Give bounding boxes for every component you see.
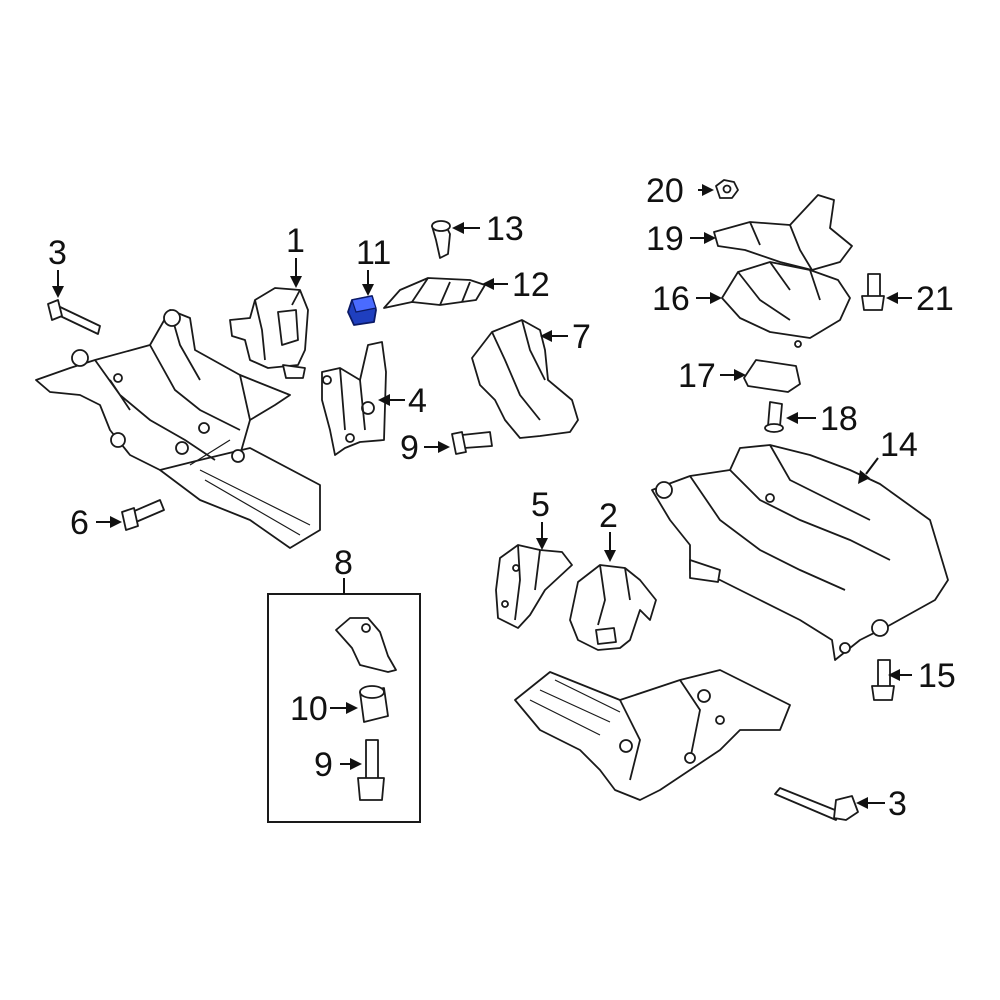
callout-19: 19 — [646, 220, 684, 258]
part-11-highlighted-bracket — [347, 295, 377, 326]
callout-18: 18 — [820, 400, 858, 438]
part-20-nut — [715, 179, 739, 199]
leader-lines — [52, 184, 912, 809]
callout-10: 10 — [290, 690, 328, 728]
callout-3-lower: 3 — [888, 785, 907, 823]
part-3-bolt-lower — [774, 787, 859, 821]
callout-8: 8 — [334, 544, 353, 582]
part-9-bolt-upper — [451, 431, 493, 455]
callout-2: 2 — [599, 497, 618, 535]
front-subframe-left — [35, 309, 321, 549]
part-1-engine-mount — [229, 287, 309, 379]
part-2-mount — [569, 564, 657, 651]
callout-15: 15 — [918, 657, 956, 695]
part-8-kit-box — [267, 593, 421, 823]
part-17-plate — [743, 359, 801, 393]
part-16-mount — [721, 261, 851, 348]
callout-13: 13 — [486, 210, 524, 248]
part-13-bolt — [431, 220, 451, 259]
part-5-bracket — [495, 544, 573, 629]
callout-5: 5 — [531, 486, 550, 524]
callout-6: 6 — [70, 504, 89, 542]
callout-20: 20 — [646, 172, 684, 210]
part-7-bracket — [471, 319, 579, 439]
callout-7: 7 — [572, 318, 591, 356]
part-15-bolt — [871, 659, 895, 701]
callout-1: 1 — [286, 222, 305, 260]
part-18-bolt — [764, 401, 784, 433]
part-3-bolt-upper — [47, 299, 101, 335]
part-14-rear-subframe — [651, 444, 949, 661]
callout-3-upper: 3 — [48, 234, 67, 272]
part-19-upper-bracket — [713, 194, 853, 271]
callout-12: 12 — [512, 266, 550, 304]
lower-frame-section — [514, 669, 791, 801]
part-6-bolt — [121, 499, 165, 531]
callout-17: 17 — [678, 357, 716, 395]
part-21-bolt — [861, 273, 885, 311]
callout-11: 11 — [356, 234, 391, 272]
callout-9-kit: 9 — [314, 746, 333, 784]
callout-4: 4 — [408, 382, 427, 420]
callout-16: 16 — [652, 280, 690, 318]
part-4-bracket — [321, 341, 387, 456]
part-12-heat-shield — [383, 277, 486, 309]
callout-14: 14 — [880, 426, 918, 464]
callout-9-upper: 9 — [400, 429, 419, 467]
callout-labels: 1 2 3 3 4 5 6 7 8 9 9 10 11 12 13 14 15 … — [48, 172, 956, 823]
callout-21: 21 — [916, 280, 954, 318]
